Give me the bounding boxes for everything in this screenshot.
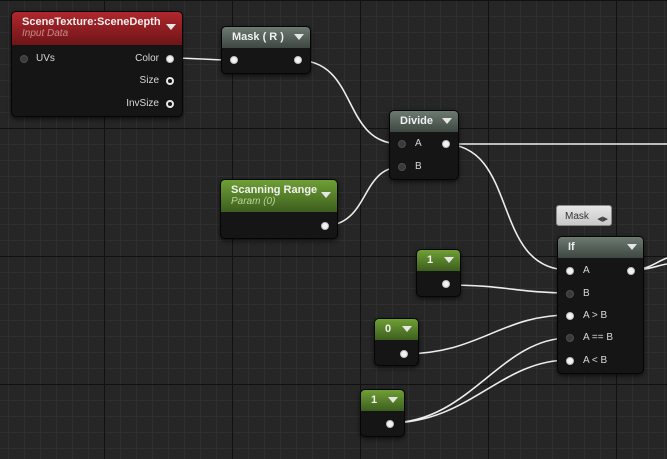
mask-node[interactable]: Mask ( R ) [221,26,311,74]
constant-node[interactable]: 0 [374,318,419,366]
mask-header[interactable]: Mask ( R ) [222,27,310,48]
collapse-arrow-icon[interactable] [442,118,452,124]
output-pin[interactable] [386,420,394,428]
output-pin[interactable] [627,267,635,275]
wire-const0-to-if-agtb [402,314,570,355]
pin-label-b: B [583,288,590,299]
collapse-arrow-icon[interactable] [444,257,454,263]
collapse-arrow-icon[interactable] [294,34,304,40]
output-pin-invsize[interactable] [166,100,174,108]
pin-row-invsize: InvSize [104,97,174,111]
scanning-range-header[interactable]: Scanning Range Param (0) [221,180,337,212]
scene-texture-node[interactable]: SceneTexture:SceneDepth Input Data UVs C… [11,11,183,117]
pin-row-color: Color [114,52,174,66]
output-pin[interactable] [400,350,408,358]
pin-label-color: Color [135,53,159,64]
pin-label-a: A [583,265,590,276]
scanning-range-node[interactable]: Scanning Range Param (0) [220,179,338,239]
node-comment-bubble[interactable]: Mask ◀▶ [556,205,612,226]
collapse-arrow-icon[interactable] [321,192,331,198]
collapse-arrow-icon[interactable] [166,24,176,30]
input-pin-a[interactable] [566,267,574,275]
pin-label-a-less-b: A < B [583,355,608,366]
input-pin-uvs[interactable] [20,55,28,63]
pin-label-a: A [415,138,422,149]
divide-header[interactable]: Divide [390,111,458,132]
collapse-arrow-icon[interactable] [402,326,412,332]
node-title: Mask ( R ) [232,31,284,43]
input-pin[interactable] [230,56,238,64]
divide-node[interactable]: Divide A B [389,110,459,180]
constant-node[interactable]: 1 [416,249,461,297]
node-subtitle: Input Data [22,28,69,39]
pin-comment-icon[interactable]: ◀▶ [597,216,608,223]
collapse-arrow-icon[interactable] [627,244,637,250]
output-pin[interactable] [294,56,302,64]
node-subtitle: Param (0) [231,196,276,207]
pin-label-a-greater-b: A > B [583,310,608,321]
scene-texture-header[interactable]: SceneTexture:SceneDepth Input Data [12,12,182,45]
constant-value: 1 [371,394,378,406]
node-title: If [568,241,575,253]
input-pin-a[interactable] [398,140,406,148]
input-pin-b[interactable] [398,163,406,171]
input-pin-a-less-b[interactable] [566,357,574,365]
wire-const1b-to-if-altb [388,359,570,424]
pin-label-b: B [415,161,422,172]
wire-mask-to-divide-a [295,59,402,145]
output-pin[interactable] [442,140,450,148]
output-pin[interactable] [321,222,329,230]
constant-header[interactable]: 1 [417,250,460,271]
pin-label-a-equals-b: A == B [583,332,614,343]
node-title: Scanning Range [231,184,318,196]
output-pin-color[interactable] [166,55,174,63]
input-pin-a-greater-b[interactable] [566,312,574,320]
wire-divide-to-if-a [442,143,570,271]
output-pin-size[interactable] [166,77,174,85]
if-node[interactable]: If A B A > B A == B A < B [557,236,644,374]
input-pin-b[interactable] [566,290,574,298]
constant-header[interactable]: 0 [375,319,418,340]
wire-const1a-to-if-b [445,284,570,294]
pin-row-size: Size [114,74,174,88]
node-title: Divide [400,115,434,127]
pin-label-invsize: InvSize [126,98,159,109]
output-pin[interactable] [442,280,450,288]
constant-node[interactable]: 1 [360,389,405,437]
pin-label-uvs: UVs [36,53,55,64]
constant-value: 0 [385,323,392,335]
constant-value: 1 [427,254,434,266]
collapse-arrow-icon[interactable] [388,397,398,403]
if-header[interactable]: If [558,237,643,258]
constant-header[interactable]: 1 [361,390,404,411]
node-title: SceneTexture:SceneDepth [22,16,161,28]
comment-text: Mask [565,211,589,222]
pin-label-size: Size [139,75,159,86]
input-pin-a-equals-b[interactable] [566,334,574,342]
